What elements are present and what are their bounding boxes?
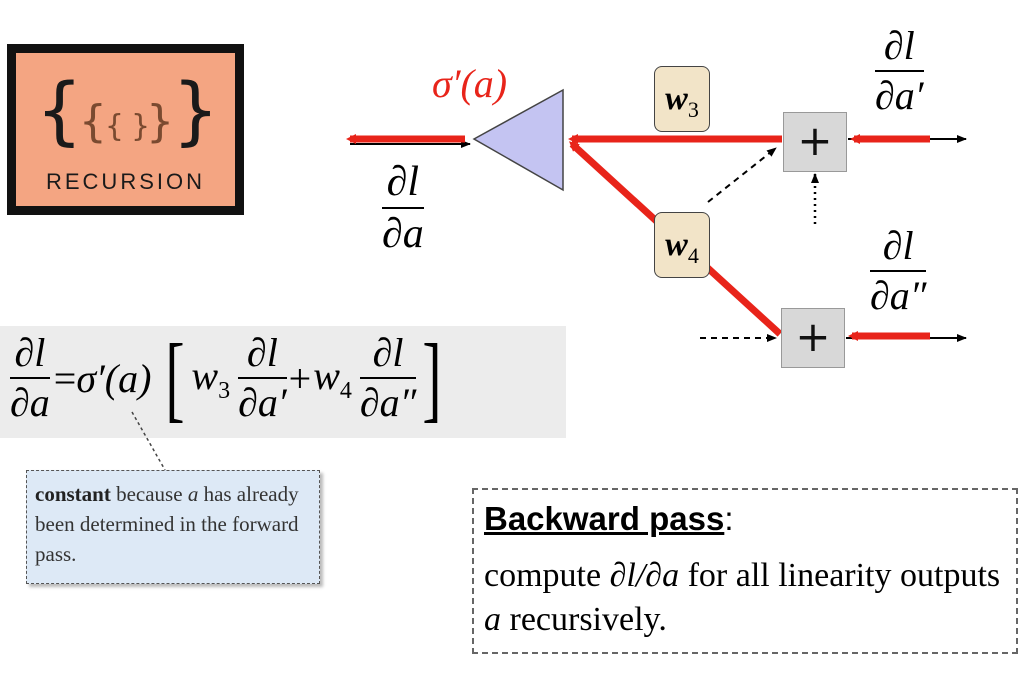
eq-open-bracket: [ [165, 324, 186, 431]
eq-sigma: σ′(a) [76, 355, 152, 401]
backward-pass-description: compute ∂l/∂a for all linearity outputs … [484, 557, 1001, 638]
eq-lhs: ∂l∂a [10, 330, 50, 425]
braces-icon: {{{ }}} [35, 68, 219, 154]
logo-wordmark: RECURSION [45, 169, 205, 194]
eq-w4: w4 [313, 352, 352, 404]
eq-plus: + [288, 355, 312, 401]
sum-node-top: + [783, 112, 847, 172]
backward-pass-title: Backward pass: [484, 500, 734, 537]
constant-callout: constant because a has already been dete… [26, 470, 320, 584]
backprop-equation: ∂l∂a = σ′(a) [ w3 ∂l∂a′ + w4 ∂l∂a″ ] [10, 330, 448, 426]
eq-equals: = [53, 355, 77, 401]
eq-close-bracket: ] [422, 324, 442, 431]
eq-w3: w3 [191, 352, 231, 404]
neuron-triangle [472, 88, 564, 192]
logo-background: {{{ }}} RECURSION [16, 53, 235, 206]
grad-a-prime-label: ∂l∂a′ [875, 23, 924, 118]
equation-background [0, 326, 566, 438]
weight-w3: w3 [654, 66, 710, 132]
dashed-input-1 [707, 147, 777, 203]
eq-term1: ∂l∂a′ [238, 330, 287, 425]
sum-node-bottom: + [781, 308, 845, 368]
backward-pass-box: Backward pass: compute ∂l/∂a for all lin… [472, 488, 1018, 654]
weight-w4: w4 [654, 212, 710, 278]
recursion-logo: {{{ }}} RECURSION [7, 44, 244, 215]
grad-a-double-prime-label: ∂l∂a″ [870, 223, 927, 318]
eq-term2: ∂l∂a″ [359, 330, 417, 425]
grad-a-label: ∂l∂a [382, 159, 424, 257]
callout-text: constant because a has already been dete… [35, 482, 299, 566]
activation-derivative-label: σ′(a) [432, 61, 508, 106]
